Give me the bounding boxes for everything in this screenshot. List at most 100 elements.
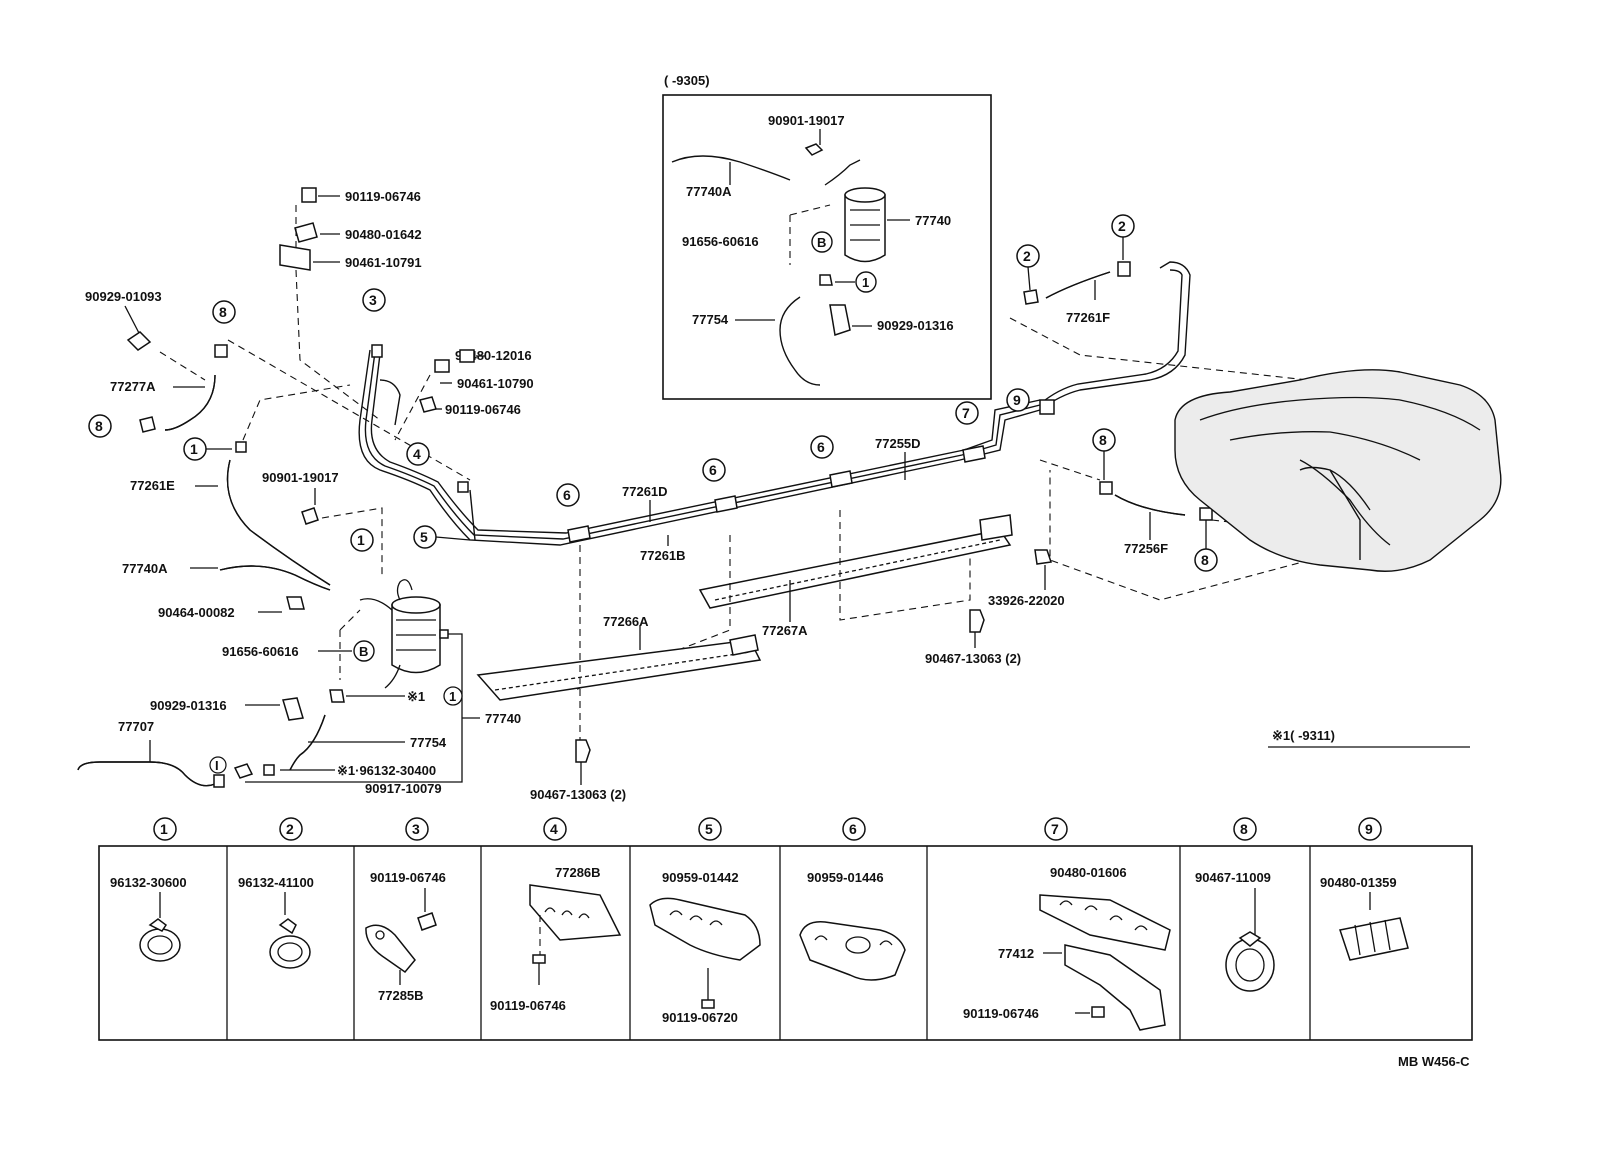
legend-3-part-a: 90119-06746 <box>370 870 446 885</box>
bracket-3-icon <box>365 924 416 974</box>
fuel-pipes <box>358 261 1191 546</box>
protector-77266a: 77266A <box>476 545 762 740</box>
grommet-icon <box>459 349 475 363</box>
inset-hose-77740a <box>671 155 791 181</box>
canister-label: 77740 <box>485 711 521 726</box>
callout-8-d: 8 <box>1194 548 1218 572</box>
inset-bracket-label: 91656-60616 <box>682 234 759 249</box>
legend-callout-2: 2 <box>279 817 303 841</box>
svg-text:5: 5 <box>705 821 713 837</box>
hose-77707-label: 77707 <box>118 719 154 734</box>
clip-top-label: 90480-01642 <box>345 227 422 242</box>
clamp-block-4-icon <box>529 884 622 941</box>
clip-mid-label: 90464-00082 <box>158 605 235 620</box>
callout-5: 5 <box>413 525 437 549</box>
svg-text:3: 3 <box>369 292 377 308</box>
inset-marker-b-text: B <box>817 235 826 250</box>
clip-9-icon <box>1339 917 1409 961</box>
svg-text:9: 9 <box>1013 392 1021 408</box>
legend-4-part-a: 77286B <box>555 865 601 880</box>
pipe-77255d-label: 77255D <box>875 436 921 451</box>
hose-77261e-label: 77261E <box>130 478 175 493</box>
legend-4-part-b: 90119-06746 <box>490 998 566 1013</box>
clamp-8-top-icon <box>214 344 228 358</box>
clip-8-icon <box>1225 931 1275 992</box>
svg-text:1: 1 <box>190 441 198 457</box>
bolt-7-icon <box>1091 1006 1105 1018</box>
hose-clamp-2-icon <box>269 918 311 969</box>
note-ref-label: ※1 <box>407 689 425 704</box>
top-clip-stack: 90119-06746 90480-01642 90461-10791 <box>279 187 422 421</box>
bolt-top-label: 90119-06746 <box>345 189 421 204</box>
canister-77740: 77740 <box>245 579 521 783</box>
bracket-top-label: 90461-10791 <box>345 255 422 270</box>
svg-text:6: 6 <box>817 439 825 455</box>
callout-8-a: 8 <box>212 300 236 324</box>
inset-hose-label: 77740A <box>686 184 732 199</box>
clamp-1-icon <box>235 441 247 453</box>
inset-canister-icon <box>824 159 886 263</box>
clamp-left-icon <box>126 331 152 351</box>
valve-label: 90917-10079 <box>365 781 442 796</box>
svg-text:8: 8 <box>1201 552 1209 568</box>
legend-callout-4: 4 <box>543 817 567 841</box>
hose-77754-label: 77754 <box>410 735 447 750</box>
svg-text:6: 6 <box>563 487 571 503</box>
clips-and-plug: 33926-22020 90467-13063 (2) 90467-13063 … <box>530 549 1065 802</box>
marker-1-text: 1 <box>449 689 456 704</box>
clamp-i-icon <box>213 774 225 788</box>
callout-2-a: 2 <box>1016 244 1040 268</box>
note-range-label: ※1( -9311) <box>1272 728 1335 743</box>
svg-text:1: 1 <box>357 532 365 548</box>
fuel-tank <box>1174 369 1502 572</box>
bolt-2-icon <box>419 396 437 413</box>
legend-callout-3: 3 <box>405 817 429 841</box>
right-hoses: 77261F 77256F <box>1009 261 1491 601</box>
inset-marker-b <box>811 231 833 253</box>
plug-label: 33926-22020 <box>988 593 1065 608</box>
hose-77740a-label: 77740A <box>122 561 168 576</box>
clamp-mid-label: 90929-01316 <box>150 698 227 713</box>
protector-77267a-label: 77267A <box>762 623 808 638</box>
callout-9: 9 <box>1006 388 1030 412</box>
callout-6-a: 6 <box>556 483 580 507</box>
hose-77261f-label: 77261F <box>1066 310 1110 325</box>
callout-2-b: 2 <box>1111 214 1135 238</box>
callout-1-a: 1 <box>183 437 207 461</box>
legend-callout-6: 6 <box>842 817 866 841</box>
pipe-labels: 90480-12016 90461-10790 90119-06746 7726… <box>394 348 986 563</box>
legend-3-part-b: 77285B <box>378 988 424 1003</box>
inset-range-label: ( -9305) <box>664 73 710 88</box>
clip-right-icon <box>969 609 985 633</box>
svg-text:8: 8 <box>95 418 103 434</box>
diagram-code: MB W456-C <box>1398 1054 1470 1069</box>
legend-callout-7: 7 <box>1044 817 1068 841</box>
legend-8-part-a: 90467-11009 <box>1195 870 1271 885</box>
inset-clamp-label: 90929-01316 <box>877 318 954 333</box>
legend-callout-9: 9 <box>1358 817 1382 841</box>
legend-table: 1 2 3 4 5 6 7 8 9 96132-30600 96132-4110… <box>98 817 1473 1041</box>
legend-6-part-a: 90959-01446 <box>807 870 884 885</box>
clip-center-label: 90467-13063 (2) <box>530 787 626 802</box>
svg-text:6: 6 <box>849 821 857 837</box>
svg-text:2: 2 <box>1023 248 1031 264</box>
pipe-77261b-label: 77261B <box>640 548 686 563</box>
inset-clamp-small-icon <box>819 274 833 286</box>
svg-text:3: 3 <box>412 821 420 837</box>
legend-callout-1: 1 <box>153 817 177 841</box>
svg-text:5: 5 <box>420 529 428 545</box>
bolt-5-icon <box>701 968 715 1009</box>
protector-77266a-label: 77266A <box>603 614 649 629</box>
hose-clamp-icon <box>139 918 181 962</box>
bracket-1-label: 90461-10790 <box>457 376 534 391</box>
bolt-mid-icon <box>301 507 319 525</box>
bracket-mid-label: 91656-60616 <box>222 644 299 659</box>
plug-icon <box>1034 549 1052 565</box>
bolt-icon <box>301 187 317 203</box>
callout-7: 7 <box>955 401 979 425</box>
hose-77740a <box>219 565 331 591</box>
svg-text:8: 8 <box>219 304 227 320</box>
inset-hose2-label: 77754 <box>692 312 729 327</box>
svg-text:8: 8 <box>1240 821 1248 837</box>
clip-icon <box>294 222 318 243</box>
